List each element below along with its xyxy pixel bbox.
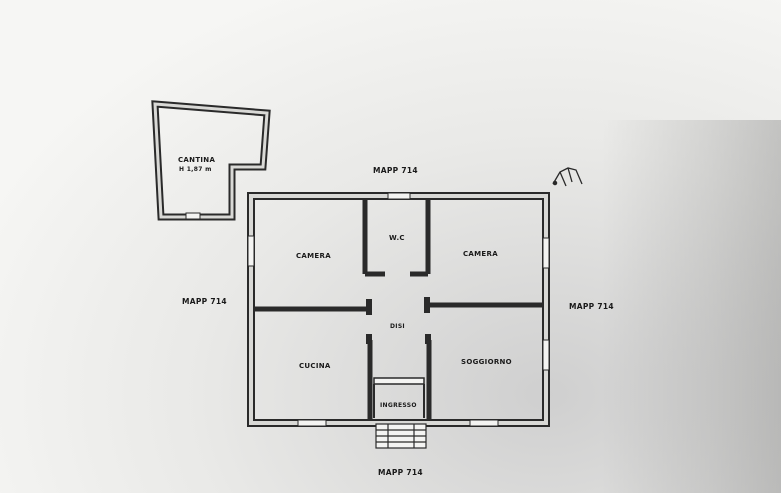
- boundary-bottom-label: MAPP 714: [378, 468, 423, 477]
- door-jambs: [366, 297, 431, 344]
- boundary-right-label: MAPP 714: [569, 302, 614, 311]
- window-south-cucina: [297, 419, 327, 427]
- disimpegno-label: DISI: [390, 323, 405, 330]
- ingresso-area: [373, 377, 425, 418]
- cantina-room: [151, 100, 271, 221]
- cantina-label: CANTINA: [178, 156, 215, 164]
- window-south-soggiorno: [469, 419, 499, 427]
- soggiorno-label: SOGGIORNO: [461, 358, 512, 366]
- house-outer-walls: [247, 192, 550, 427]
- wc-label: W.C: [389, 234, 405, 242]
- camera-left-label: CAMERA: [296, 252, 331, 260]
- entrance-steps: [375, 423, 427, 449]
- window-west-camera: [247, 235, 255, 267]
- north-arrow-icon: [552, 167, 583, 187]
- window-north: [387, 192, 411, 200]
- camera-right-label: CAMERA: [463, 250, 498, 258]
- boundary-top-label: MAPP 714: [373, 166, 418, 175]
- cantina-height-label: H 1,87 m: [179, 166, 212, 173]
- internal-walls: [255, 200, 542, 419]
- window-east-camera: [542, 237, 550, 269]
- ingresso-label: INGRESSO: [380, 402, 417, 409]
- cantina-door: [185, 212, 201, 220]
- cucina-label: CUCINA: [299, 362, 331, 370]
- scan-shadow: [601, 120, 781, 493]
- boundary-left-label: MAPP 714: [182, 297, 227, 306]
- window-east-soggiorno: [542, 339, 550, 371]
